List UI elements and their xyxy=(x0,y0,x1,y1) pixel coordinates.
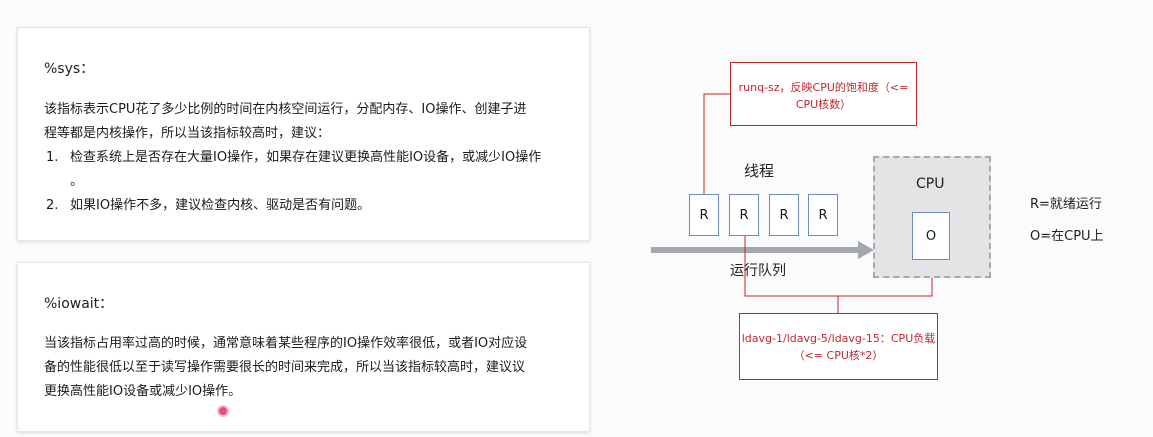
iowait-title: %iowait： xyxy=(44,296,114,312)
iowait-description-line-2: 备的性能很低以至于读写操作需要很长的时间来完成，所以当该指标较高时，建议议 xyxy=(44,360,526,375)
run-queue-arrowhead xyxy=(858,241,874,259)
runq-annotation-line-2: CPU核数） xyxy=(795,98,852,111)
queue-thread-box: R xyxy=(808,194,838,236)
ldavg-annotation-line-2: （<= CPU核*2） xyxy=(793,349,884,362)
mouse-cursor-indicator xyxy=(217,405,229,417)
runq-annotation-line-1: runq-sz，反映CPU的饱和度（<= xyxy=(738,81,909,94)
iowait-card: %iowait： 当该指标占用率过高的时候，通常意味着某些程序的IO操作效率很低… xyxy=(17,262,590,432)
runq-connector xyxy=(703,93,730,194)
sys-description-line-1: 该指标表示CPU花了多少比例的时间在内核空间运行，分配内存、IO操作、创建子进 xyxy=(44,102,527,117)
cpu-label: CPU xyxy=(916,176,945,192)
legend-on-cpu: O=在CPU上 xyxy=(1030,229,1104,244)
sys-description-line-2: 程等都是内核操作，所以当该指标较高时，建议： xyxy=(44,126,331,141)
sys-card: %sys： 该指标表示CPU花了多少比例的时间在内核空间运行，分配内存、IO操作… xyxy=(17,27,590,241)
sys-suggestion-1-line-1: 检查系统上是否存在大量IO操作，如果存在建议更换高性能IO设备，或减少IO操作 xyxy=(70,150,542,165)
sys-suggestion-item-1: 1. 检查系统上是否存在大量IO操作，如果存在建议更换高性能IO设备，或减少IO… xyxy=(44,146,579,194)
ldavg-annotation-line-1: ldavg-1/ldavg-5/ldavg-15：CPU负载 xyxy=(741,332,936,345)
list-number: 1. xyxy=(46,150,59,165)
run-queue-label: 运行队列 xyxy=(730,263,786,279)
iowait-description: 当该指标占用率过高的时候，通常意味着某些程序的IO操作效率很低，或者IO对应设 … xyxy=(44,332,574,404)
sys-title: %sys： xyxy=(44,61,95,77)
ldavg-annotation: ldavg-1/ldavg-5/ldavg-15：CPU负载 （<= CPU核*… xyxy=(739,313,938,380)
sys-description: 该指标表示CPU花了多少比例的时间在内核空间运行，分配内存、IO操作、创建子进 … xyxy=(44,98,574,146)
runq-annotation: runq-sz，反映CPU的饱和度（<= CPU核数） xyxy=(730,62,917,126)
cpu-running-thread-box: O xyxy=(912,212,950,260)
legend-ready: R=就绪运行 xyxy=(1030,197,1102,212)
queue-thread-box: R xyxy=(769,194,799,236)
sys-suggestion-list: 1. 检查系统上是否存在大量IO操作，如果存在建议更换高性能IO设备，或减少IO… xyxy=(44,146,579,218)
iowait-description-line-1: 当该指标占用率过高的时候，通常意味着某些程序的IO操作效率很低，或者IO对应设 xyxy=(44,336,528,351)
thread-label: 线程 xyxy=(744,162,775,180)
sys-suggestion-1-line-2: 。 xyxy=(70,174,84,189)
queue-thread-box: R xyxy=(729,194,759,236)
queue-thread-box: R xyxy=(689,194,719,236)
sys-suggestion-item-2: 2. 如果IO操作不多，建议检查内核、驱动是否有问题。 xyxy=(44,194,579,218)
iowait-description-line-3: 更换高性能IO设备或减少IO操作。 xyxy=(44,384,242,399)
sys-suggestion-2-line-1: 如果IO操作不多，建议检查内核、驱动是否有问题。 xyxy=(70,198,371,213)
list-number: 2. xyxy=(46,198,59,213)
